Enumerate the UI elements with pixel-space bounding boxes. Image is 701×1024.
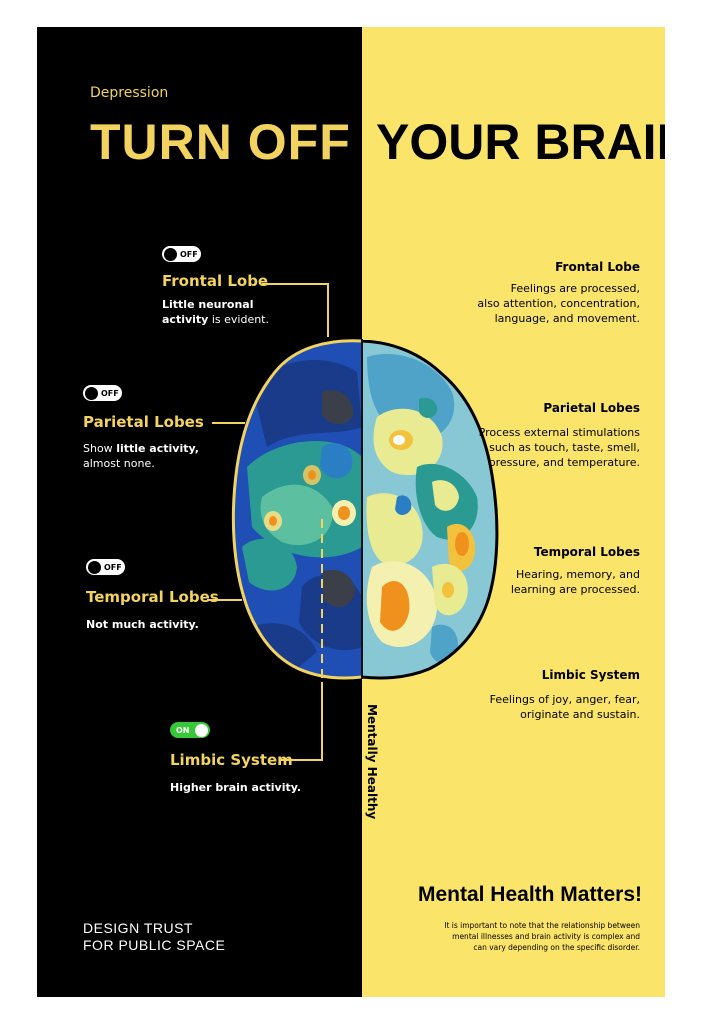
frontal-toggle[interactable]: OFF (162, 246, 201, 262)
parietal-toggle-label: OFF (101, 388, 119, 398)
temporal-desc-left: Not much activity. (86, 618, 199, 631)
frontal-desc-rest: is evident. (208, 313, 269, 326)
brain-outline-right (362, 339, 499, 680)
limbic-connector (281, 682, 323, 761)
parietal-title-left: Parietal Lobes (83, 413, 204, 431)
temporal-toggle[interactable]: OFF (86, 559, 125, 575)
note-line: mental illnesses and brain activity is c… (452, 932, 640, 941)
depressed-hemisphere (233, 340, 362, 679)
desc-line: language, and movement. (494, 312, 640, 325)
frontal-desc-right: Feelings are processed, also attention, … (390, 281, 640, 326)
page-subtitle: Depression (90, 85, 169, 101)
temporal-title-right: Temporal Lobes (533, 545, 640, 559)
frontal-desc-bold-1: Little neuronal (162, 298, 254, 311)
frontal-title-right: Frontal Lobe (555, 260, 640, 274)
mental-health-heading: Mental Health Matters! (417, 883, 642, 906)
healthy-hemisphere (362, 340, 497, 679)
limbic-title-left: Limbic System (170, 751, 293, 769)
parietal-desc-pre: Show (83, 442, 117, 455)
desc-line: also attention, concentration, (477, 297, 640, 310)
limbic-toggle[interactable]: ON (170, 722, 210, 738)
limbic-toggle-label: ON (176, 725, 190, 735)
brand-line-1: DESIGN TRUST (83, 920, 193, 936)
title-right: YOUR BRAIN (376, 114, 665, 170)
limbic-desc-right: Feelings of joy, anger, fear, originate … (390, 692, 640, 722)
toggle-knob (88, 560, 101, 574)
limbic-desc-left: Higher brain activity. (170, 781, 302, 794)
note-line: It is important to note that the relatio… (444, 921, 640, 930)
vertical-label-text: Mentally Healthy (365, 704, 379, 820)
toggle-knob (164, 247, 177, 261)
frontal-desc-left: Little neuronal activity is evident. (162, 297, 312, 327)
frontal-connector (262, 283, 329, 337)
note-line: can vary depending on the specific disor… (473, 943, 640, 952)
title-left: TURN OFF (90, 114, 351, 170)
parietal-desc-right: Process external stimulations such as to… (390, 425, 640, 470)
parietal-desc-rest: almost none. (83, 457, 155, 470)
frontal-title-left: Frontal Lobe (162, 272, 269, 290)
poster: Depression TURN OFF YOUR BRAIN OFF Front… (37, 27, 665, 997)
parietal-desc-bold: little activity, (116, 442, 199, 455)
desc-line: learning are processed. (510, 583, 640, 596)
footnote: It is important to note that the relatio… (407, 920, 640, 953)
desc-line: Feelings of joy, anger, fear, (489, 693, 640, 706)
brand-line-2: FOR PUBLIC SPACE (83, 937, 226, 953)
temporal-desc-right: Hearing, memory, and learning are proces… (390, 567, 640, 597)
temporal-toggle-label: OFF (104, 562, 122, 572)
parietal-toggle[interactable]: OFF (83, 385, 122, 401)
temporal-title-left: Temporal Lobes (86, 588, 219, 606)
frontal-desc-bold-2: activity (162, 313, 209, 326)
desc-line: pressure, and temperature. (488, 456, 640, 469)
parietal-title-right: Parietal Lobes (543, 401, 640, 415)
desc-line: Process external stimulations (478, 426, 640, 439)
parietal-desc-left: Show little activity, almost none. (83, 441, 243, 471)
brain-illustration (207, 283, 499, 761)
toggle-knob (195, 723, 208, 737)
vertical-label: Mentally Healthy (365, 704, 385, 819)
desc-line: Hearing, memory, and (516, 568, 640, 581)
frontal-toggle-label: OFF (180, 249, 198, 259)
desc-line: Feelings are processed, (510, 282, 640, 295)
brand-logo-text: DESIGN TRUST FOR PUBLIC SPACE (83, 920, 225, 954)
desc-line: originate and sustain. (520, 708, 640, 721)
desc-line: such as touch, taste, smell, (489, 441, 640, 454)
limbic-title-right: Limbic System (541, 668, 640, 682)
toggle-knob (85, 386, 98, 400)
